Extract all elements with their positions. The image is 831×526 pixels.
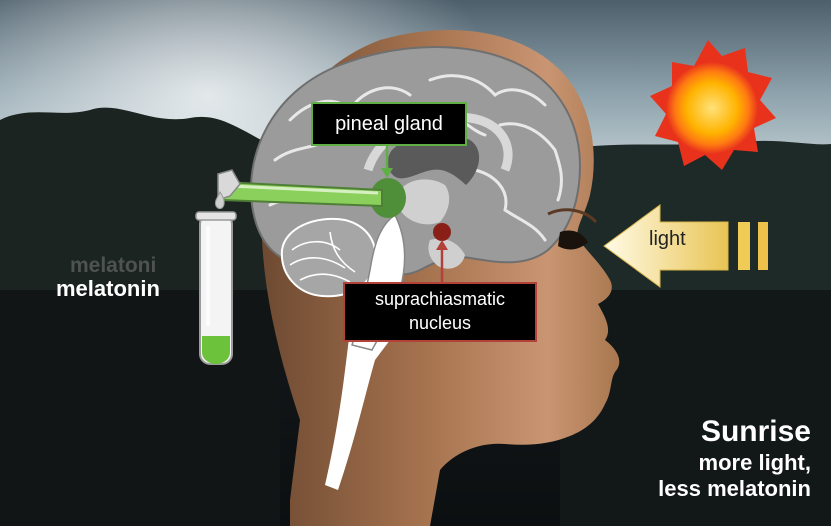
cerebellum-folia	[289, 231, 356, 283]
eye	[558, 230, 588, 250]
lateral-ventricle	[387, 133, 480, 185]
suprachiasmatic-nucleus	[433, 223, 451, 241]
scn-label-line2: nucleus	[408, 313, 472, 333]
sun-icon	[650, 40, 776, 170]
spinal-cord	[325, 330, 390, 490]
caption-line-1: more light,	[698, 450, 811, 475]
melatonin-ghost-label: melatoni	[70, 254, 157, 277]
thalamus	[400, 179, 450, 225]
sunrise-caption: Sunrise more light, less melatonin	[658, 414, 811, 502]
pineal-gland-label: pineal gland	[311, 102, 467, 146]
caption-title: Sunrise	[700, 415, 811, 448]
optic-chiasm	[428, 238, 465, 269]
scn-label-line1: suprachiasmatic	[374, 289, 506, 309]
secretion-tube-highlight	[229, 184, 379, 195]
eyebrow	[547, 208, 598, 224]
pineal-connector-arrow	[381, 168, 393, 178]
test-tube-icon	[195, 211, 237, 365]
scn-connector-arrow	[436, 240, 448, 250]
light-label: light	[649, 228, 686, 250]
pineal-gland	[370, 178, 406, 218]
caption-line-2: less melatonin	[658, 476, 811, 501]
suprachiasmatic-nucleus-label: suprachiasmatic nucleus	[343, 282, 537, 342]
melatonin-drop	[215, 191, 225, 209]
light-arrow-icon	[603, 204, 768, 288]
melatonin-label: melatonin	[56, 276, 160, 301]
